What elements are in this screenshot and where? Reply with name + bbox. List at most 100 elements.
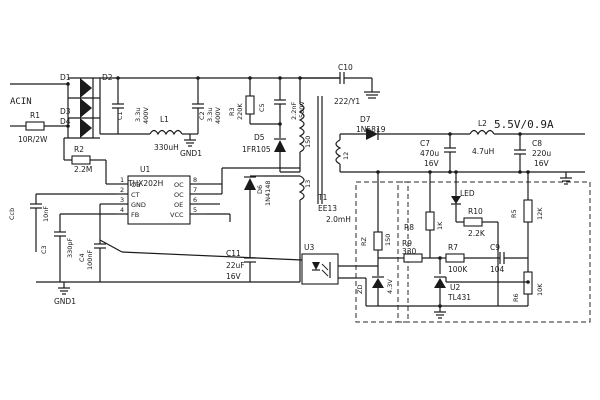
resistor-r3 [245, 95, 255, 115]
snubber-network [245, 78, 286, 172]
c11-voltage: 16V [226, 272, 242, 281]
turns-12: 12 [342, 152, 350, 160]
u1-label: U1 [140, 165, 150, 174]
c7-label: C7 [420, 139, 430, 148]
resistor-r7 [445, 253, 465, 263]
resistor-r5 [523, 199, 533, 223]
r7-value: 100K [448, 265, 468, 274]
diode-d1-symbol [80, 78, 92, 98]
zd-value: 4.3V [386, 279, 394, 294]
c7-voltage: 16V [424, 159, 440, 168]
led-label: LED [460, 189, 475, 198]
ccb-value: 10nF [42, 206, 50, 222]
l1-value: 330uH [154, 143, 179, 152]
t1-label: T1 [317, 193, 328, 202]
ccb-label: Ccb [8, 208, 16, 220]
c9-label: C9 [490, 243, 500, 252]
c11-label: C11 [226, 249, 241, 258]
l2-value: 4.7uH [472, 147, 494, 156]
feedback-zener-box [355, 181, 409, 323]
junction-dot [428, 170, 432, 174]
tl431-u2-symbol [434, 278, 446, 288]
labels: ACIN 5.5V/0.9A D1 D2 D3 D4 R1 10R/2W R2 … [8, 63, 554, 306]
u2-label: U2 [450, 283, 460, 292]
d6-label: D6 [256, 185, 264, 194]
output-rating-label: 5.5V/0.9A [494, 118, 554, 131]
junction-dot [454, 170, 458, 174]
diode-d4-symbol [80, 118, 92, 138]
r10-value: 2.2K [468, 229, 486, 238]
c11-value: 22uF [226, 261, 245, 270]
turns-13: 13 [304, 180, 312, 188]
l2-label: L2 [478, 119, 487, 128]
r3-label: R3 [228, 107, 236, 116]
diode-d3-symbol [80, 98, 92, 118]
resistor-rz [373, 231, 383, 251]
c5-label: C5 [258, 103, 266, 112]
pin-num-7: 7 [193, 186, 197, 194]
resistor-r8 [425, 211, 435, 231]
pin-gnd: GND [131, 201, 146, 209]
d6-value: 1N4148 [264, 180, 272, 206]
junction-dot [526, 170, 530, 174]
pin-num-4: 4 [120, 206, 124, 214]
pin-num-5: 5 [193, 206, 197, 214]
junction-dot [448, 132, 452, 136]
d1-label: D1 [60, 73, 71, 82]
ic-u1-body [127, 175, 191, 225]
junction-dot [438, 256, 442, 260]
c8-value: 220u [532, 149, 551, 158]
c10-value: 222/Y1 [334, 97, 360, 106]
c3-label: C3 [40, 245, 48, 254]
junction-dot [248, 76, 252, 80]
rz-value: 150 [384, 234, 392, 246]
r3-value: 220K [236, 103, 244, 120]
pin-num-2: 2 [120, 186, 124, 194]
pin-fb: FB [131, 211, 139, 219]
resistor-r1 [25, 121, 45, 131]
gnd1-top-label: GND1 [180, 149, 202, 158]
junction-dot [116, 76, 120, 80]
u1-part: THX202H [127, 179, 163, 188]
junction-dot [518, 132, 522, 136]
r2-label: R2 [74, 145, 84, 154]
diode-d7-symbol [366, 128, 378, 140]
c8-label: C8 [532, 139, 542, 148]
zd-label: ZD [356, 285, 364, 294]
d7-value: 1N5819 [356, 125, 386, 134]
u1-support-caps [30, 193, 303, 295]
c1-label: C1 [116, 111, 124, 120]
diode-d5-symbol [274, 140, 286, 152]
opto-led-symbol [312, 262, 320, 270]
resistor-r2 [71, 155, 91, 165]
junction-dot [196, 76, 200, 80]
junction-dot [66, 82, 70, 86]
startup-resistor [63, 137, 116, 185]
c4-value: 100nF [86, 249, 94, 270]
c3-value: 330pF [66, 237, 74, 258]
pin-num-3: 3 [120, 196, 124, 204]
pin-vcc: VCC [170, 211, 184, 219]
r2-value: 2.2M [74, 165, 92, 174]
input-filter [112, 78, 204, 147]
led-symbol [451, 196, 461, 204]
r9-label: R9 [402, 239, 412, 248]
c2-label: C2 [198, 111, 206, 120]
c5-value: 2.2nF [290, 102, 298, 120]
gnd1-bottom-label: GND1 [54, 297, 76, 306]
optocoupler-body [301, 253, 339, 285]
junction-dot [438, 304, 442, 308]
r8-label: R8 [404, 223, 414, 232]
r7-label: R7 [448, 243, 458, 252]
r5-label: R5 [510, 209, 518, 218]
d5-value: 1FR105 [242, 145, 271, 154]
pin-oc2: OC [174, 191, 184, 199]
u3-label: U3 [304, 243, 314, 252]
c9-value: 104 [490, 265, 505, 274]
controller-u1 [116, 167, 300, 225]
d5-label: D5 [254, 133, 265, 142]
d3-label: D3 [60, 107, 71, 116]
feedback-tl431-box [397, 181, 591, 323]
transformer-t1 [262, 78, 342, 210]
junction-dot [278, 76, 282, 80]
